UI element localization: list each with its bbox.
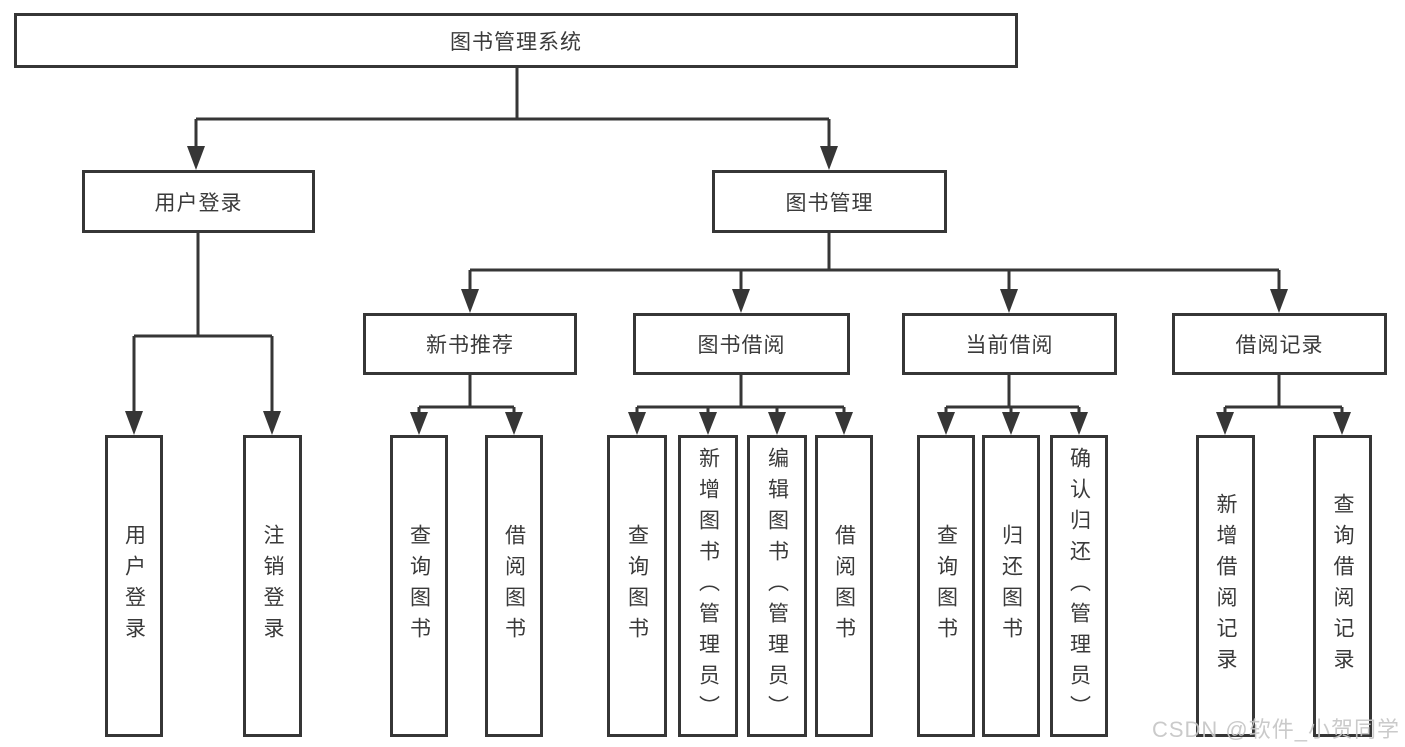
arrowhead xyxy=(835,412,853,435)
leaf-query-book-borrow: 查询图书 xyxy=(607,435,667,737)
leaf-query-book-current: 查询图书 xyxy=(917,435,975,737)
connector-user-login-to-leaves xyxy=(132,233,274,415)
node-label: 借阅记录 xyxy=(1235,334,1324,357)
leaf-query-borrow-record: 查询借阅记录 xyxy=(1313,435,1372,737)
arrowhead xyxy=(125,411,143,435)
arrowhead xyxy=(820,146,838,170)
leaf-return-book: 归还图书 xyxy=(982,435,1040,737)
node-current-borrow: 当前借阅 xyxy=(902,313,1117,375)
node-label: 归还图书 xyxy=(999,524,1023,648)
node-label: 新书推荐 xyxy=(426,334,514,357)
node-label: 注销登录 xyxy=(261,524,284,648)
node-book-borrow: 图书借阅 xyxy=(633,313,850,375)
node-label: 图书借阅 xyxy=(697,334,786,357)
node-label: 当前借阅 xyxy=(965,334,1054,357)
leaf-add-borrow-record: 新增借阅记录 xyxy=(1196,435,1255,737)
arrowhead xyxy=(1216,412,1234,435)
node-label: 查询图书 xyxy=(407,524,431,648)
node-label: 用户登录 xyxy=(154,191,243,215)
node-label: 查询图书 xyxy=(934,524,958,648)
leaf-add-book-admin: 新增图书（管理员） xyxy=(678,435,738,737)
leaf-confirm-return-admin: 确认归还（管理员） xyxy=(1050,435,1108,737)
node-label: 新增借阅记录 xyxy=(1214,493,1237,679)
node-user-login: 用户登录 xyxy=(82,170,315,233)
connector-current-borrow-to-leaves xyxy=(944,375,1081,415)
node-label: 借阅图书 xyxy=(502,524,526,648)
node-label: 图书管理 xyxy=(785,191,874,215)
node-label: 查询借阅记录 xyxy=(1331,493,1354,679)
connector-book-mgmt-to-level3 xyxy=(468,233,1281,293)
arrowhead xyxy=(937,412,955,435)
connector-book-borrow-to-leaves xyxy=(635,375,846,415)
node-label: 编辑图书（管理员） xyxy=(765,446,789,726)
leaf-query-book-recommend: 查询图书 xyxy=(390,435,448,737)
node-label: 查询图书 xyxy=(625,524,649,648)
leaf-user-login: 用户登录 xyxy=(105,435,163,737)
arrowhead xyxy=(1270,289,1288,313)
arrowhead xyxy=(699,412,717,435)
node-label: 图书管理系统 xyxy=(450,30,582,54)
connector-new-book-to-leaves xyxy=(417,375,516,415)
node-library-management-system: 图书管理系统 xyxy=(14,13,1018,68)
arrowhead xyxy=(1070,412,1088,435)
node-borrow-records: 借阅记录 xyxy=(1172,313,1387,375)
connector-root-to-level2 xyxy=(194,68,831,150)
arrowhead xyxy=(1002,412,1020,435)
node-new-book-recommend: 新书推荐 xyxy=(363,313,577,375)
leaf-edit-book-admin: 编辑图书（管理员） xyxy=(747,435,807,737)
arrowhead xyxy=(1333,412,1351,435)
arrowhead xyxy=(768,412,786,435)
arrowhead xyxy=(410,412,428,435)
node-label: 借阅图书 xyxy=(832,524,856,648)
node-label: 新增图书（管理员） xyxy=(696,446,720,726)
csdn-watermark: CSDN @软件_小贺同学 xyxy=(1151,717,1400,742)
leaf-logout-login: 注销登录 xyxy=(243,435,302,737)
arrowhead xyxy=(461,289,479,313)
arrowhead xyxy=(263,411,281,435)
leaf-borrow-book: 借阅图书 xyxy=(815,435,873,737)
leaf-borrow-book-recommend: 借阅图书 xyxy=(485,435,543,737)
node-label: 用户登录 xyxy=(122,524,146,648)
arrowhead xyxy=(505,412,523,435)
arrowhead xyxy=(187,146,205,170)
node-book-management: 图书管理 xyxy=(712,170,947,233)
node-label: 确认归还（管理员） xyxy=(1067,446,1091,726)
arrowhead xyxy=(628,412,646,435)
connector-borrow-records-to-leaves xyxy=(1223,375,1344,415)
arrowhead xyxy=(1000,289,1018,313)
arrowhead xyxy=(732,289,750,313)
